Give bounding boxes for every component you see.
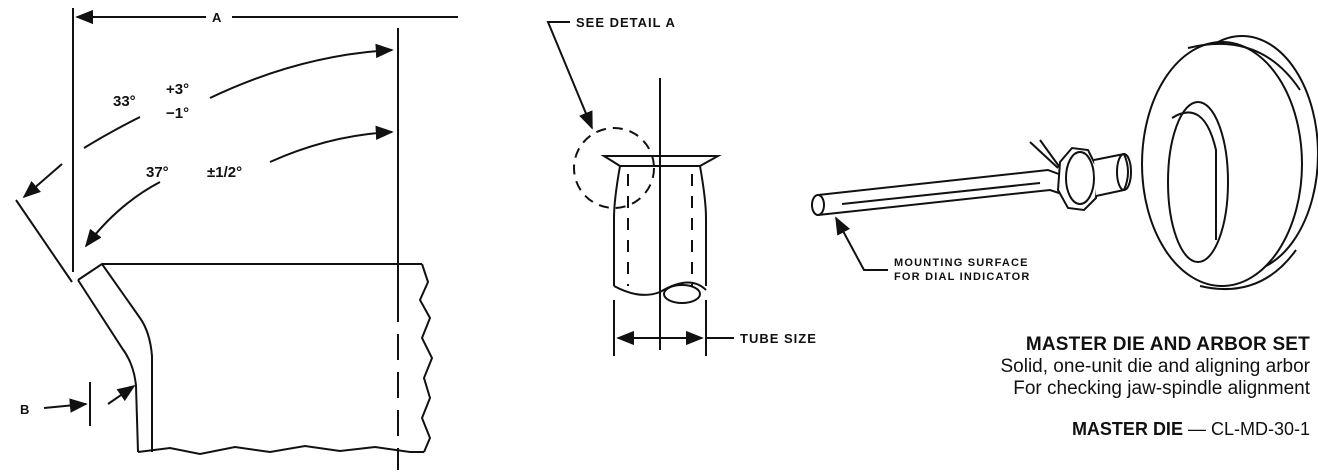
break-line-right bbox=[418, 263, 434, 453]
arbor-tip bbox=[811, 194, 825, 216]
angle-37-arc-lower bbox=[84, 181, 161, 248]
mounting-surface-leader bbox=[835, 216, 888, 271]
flare-outer-contour bbox=[77, 279, 139, 453]
mounting-surface-label-line2: FOR DIAL INDICATOR bbox=[894, 271, 1031, 283]
tube-size-label: TUBE SIZE bbox=[740, 331, 817, 346]
arbor-hex-nut bbox=[1056, 146, 1100, 212]
angle-37-label: 37° bbox=[146, 164, 169, 181]
dimension-b-label: B bbox=[20, 402, 30, 417]
arbor-mounting-surface bbox=[841, 182, 1041, 205]
tube-end-ellipse bbox=[663, 284, 701, 304]
dimension-a-label: A bbox=[212, 10, 222, 25]
tube-left-wall bbox=[613, 165, 621, 286]
flare-section-view bbox=[15, 8, 458, 470]
arbor bbox=[811, 139, 1132, 216]
see-detail-leader bbox=[546, 21, 593, 130]
angle-33-tolerance-minus: −1° bbox=[166, 105, 189, 122]
tube-broken-end bbox=[613, 281, 707, 296]
dimension-b-leader bbox=[43, 398, 88, 413]
flare-extension-line bbox=[15, 199, 73, 283]
die-bore-inner bbox=[1171, 111, 1217, 240]
tube-right-wall bbox=[699, 165, 707, 286]
arbor-nut-face bbox=[1065, 151, 1095, 205]
angle-37-arc-upper bbox=[269, 125, 394, 163]
tube-detail-view bbox=[546, 21, 734, 356]
die-bore bbox=[1167, 101, 1229, 263]
angle-33-arc-lower bbox=[83, 116, 141, 149]
mounting-surface-label-line1: MOUNTING SURFACE bbox=[894, 257, 1029, 269]
caption-description-line1: Solid, one-unit die and aligning arbor bbox=[1000, 356, 1311, 377]
caption-description-line2: For checking jaw-spindle alignment bbox=[1013, 378, 1310, 399]
angle-33-label: 33° bbox=[113, 93, 136, 110]
master-die-and-arbor-illustration bbox=[811, 35, 1318, 290]
caption-title: MASTER DIE AND ARBOR SET bbox=[1025, 334, 1310, 355]
caption-part-name: MASTER DIE bbox=[1071, 419, 1183, 439]
angle-33-tolerance-plus: +3° bbox=[166, 81, 189, 98]
flare-perpendicular-arrow bbox=[22, 163, 63, 199]
dimension-b-arrow-right bbox=[107, 384, 136, 405]
flare-wall-outline bbox=[77, 262, 153, 452]
see-detail-label: SEE DETAIL A bbox=[576, 15, 676, 30]
die-groove bbox=[1187, 42, 1301, 290]
caption-part-separator: — bbox=[1182, 419, 1211, 439]
break-line-bottom bbox=[137, 444, 424, 456]
product-caption: MASTER DIE AND ARBOR SET Solid, one-unit… bbox=[790, 334, 1311, 440]
detail-a-circle bbox=[573, 127, 655, 209]
caption-part-number: CL-MD-30-1 bbox=[1210, 419, 1310, 439]
angle-33-arc-upper bbox=[209, 43, 394, 99]
master-die bbox=[1141, 35, 1318, 290]
caption-part-row: MASTER DIE — CL-MD-30-1 bbox=[790, 418, 1310, 440]
angle-37-tolerance: ±1/2° bbox=[207, 164, 242, 181]
arbor-shank-end bbox=[1116, 153, 1132, 191]
